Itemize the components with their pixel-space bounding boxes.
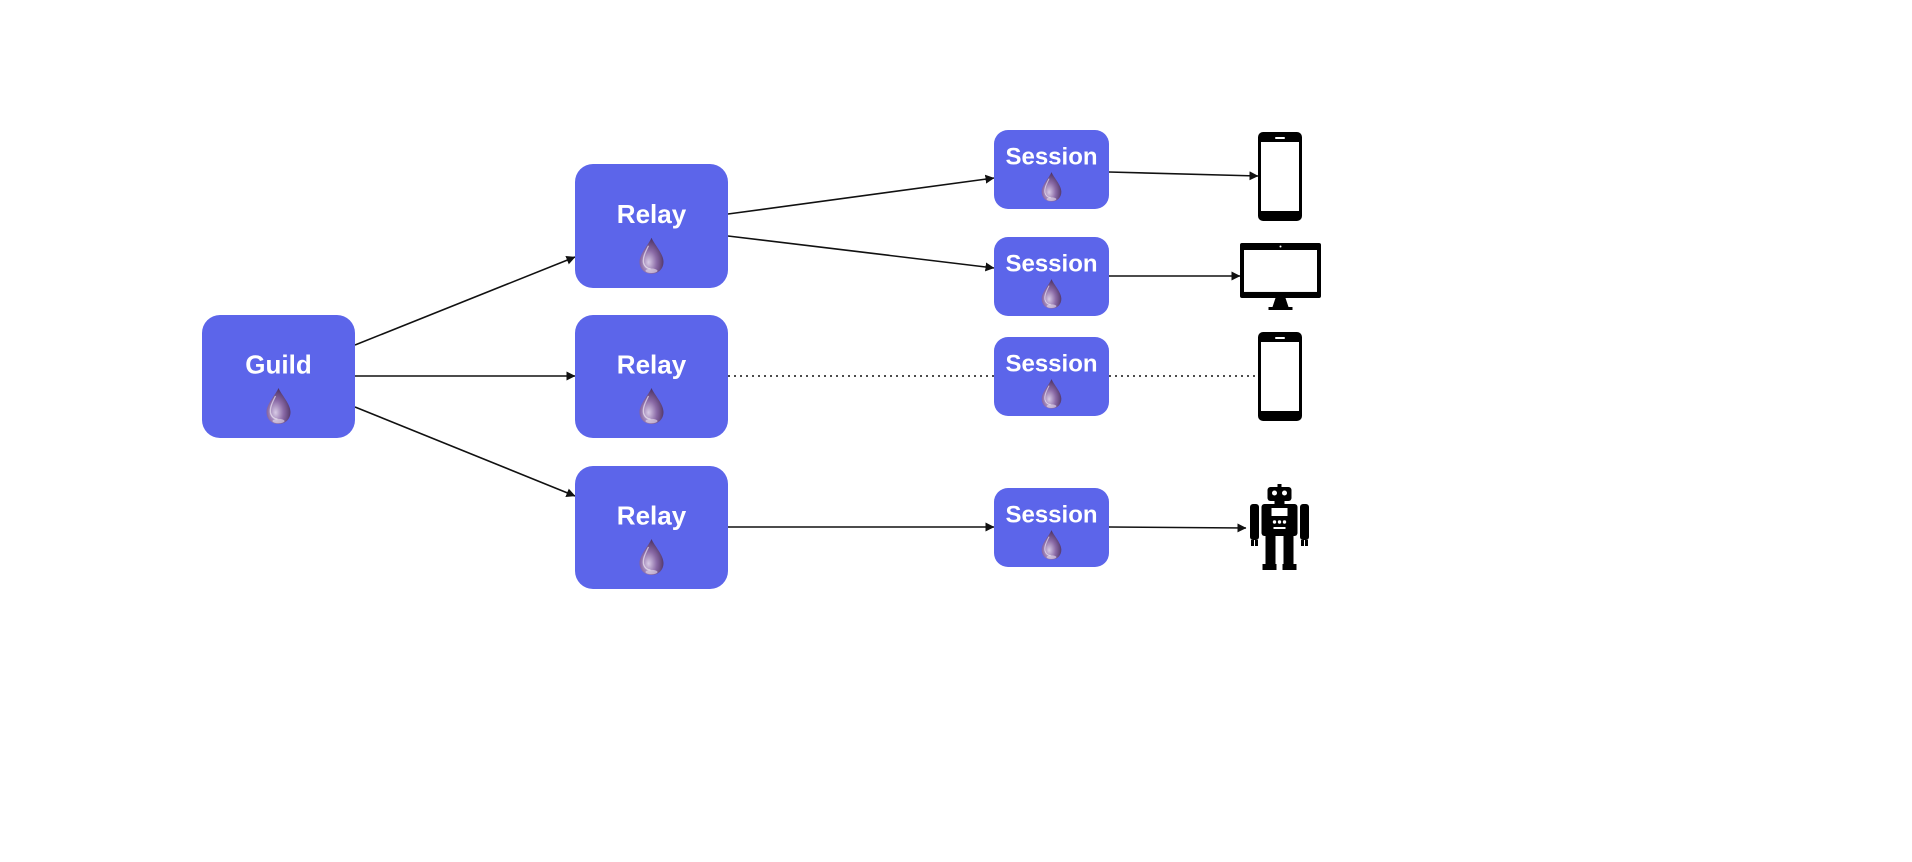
edge-session-1-to-device-1 [1108,171,1259,181]
elixir-drop-icon [1041,172,1062,202]
node-relay-3: Relay [575,466,728,589]
elixir-drop-icon [639,237,664,274]
elixir-drop-icon [1041,379,1062,409]
elixir-drop-icon [1041,530,1062,560]
edge-session-4-to-device-4 [1108,523,1247,533]
phone-icon [1258,132,1302,221]
relay-box [575,164,728,288]
edge-guild-to-relay-3 [354,406,576,497]
relay-label: Relay [617,199,687,229]
elixir-drop-icon [266,388,291,425]
session-box [994,237,1109,316]
session-box [994,337,1109,416]
session-label: Session [1005,351,1097,378]
guild-label: Guild [245,350,311,380]
node-relay-2: Relay [575,315,728,438]
relay-box [575,466,728,589]
elixir-drop-icon [639,388,664,425]
session-label: Session [1005,144,1097,171]
edge-guild-to-relay-1 [354,255,576,346]
relay-box [575,315,728,438]
elixir-drop-icon [639,539,664,576]
session-box [994,488,1109,567]
node-session-1: Session [994,130,1109,209]
relay-label: Relay [617,350,687,380]
elixir-drop-icon [1041,279,1062,309]
monitor-icon [1240,243,1321,310]
node-session-4: Session [994,488,1109,567]
guild-box [202,315,355,438]
relay-label: Relay [617,501,687,531]
edge-relay-1-to-session-1 [727,174,995,215]
node-guild: Guild [202,315,355,438]
node-session-2: Session [994,237,1109,316]
session-box [994,130,1109,209]
edge-relay-1-to-session-2 [727,235,995,272]
session-label: Session [1005,251,1097,278]
node-relay-1: Relay [575,164,728,288]
session-label: Session [1005,502,1097,529]
phone-icon [1258,332,1302,421]
robot-icon [1250,484,1309,570]
node-session-3: Session [994,337,1109,416]
